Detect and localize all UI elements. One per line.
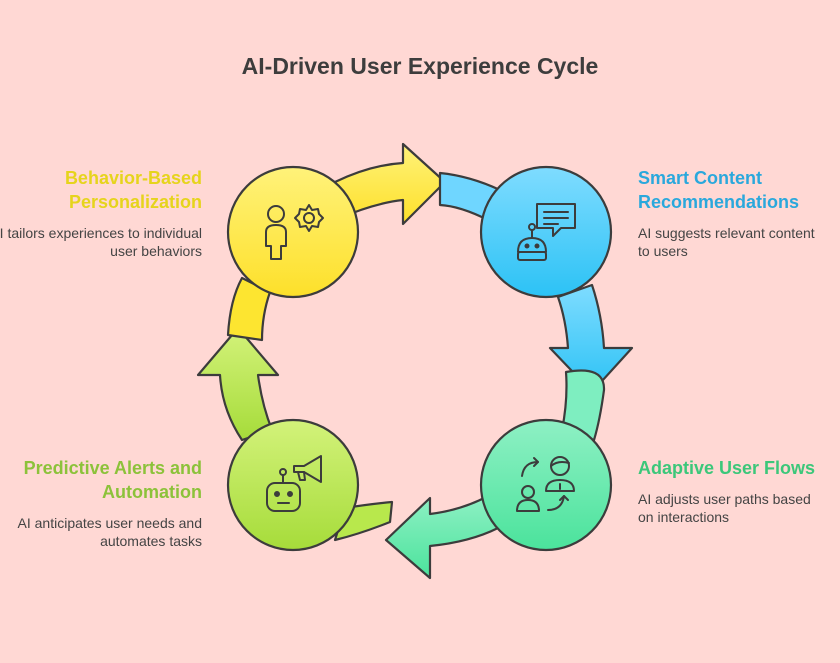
page-title: AI-Driven User Experience Cycle (241, 53, 599, 79)
arrow-left (196, 326, 280, 442)
user-gear-icon (265, 204, 324, 260)
stage-predictive-label: Predictive Alerts and Automation AI anti… (0, 456, 202, 550)
arrow-top (333, 142, 447, 226)
circle-behavior (226, 165, 360, 299)
stage-description: AI suggests relevant content to users (638, 225, 815, 259)
arrow-bottom (384, 494, 500, 580)
stage-heading: Behavior-Based Personalization (64, 168, 202, 212)
arc-right-tail (560, 369, 606, 442)
circle-smart (479, 165, 613, 299)
stage-behavior-label: Behavior-Based Personalization AI tailor… (0, 166, 202, 260)
stage-heading: Adaptive User Flows (638, 458, 816, 478)
stage-adaptive-label: Adaptive User Flows AI adjusts user path… (638, 456, 828, 526)
robot-megaphone-icon (266, 455, 322, 512)
stage-heading: Predictive Alerts and Automation (23, 458, 202, 502)
circle-adaptive (479, 418, 613, 552)
user-flow-icon (516, 456, 575, 512)
stage-smart-label: Smart Content Recommendations AI suggest… (638, 166, 828, 260)
stage-heading: Smart Content Recommendations (638, 168, 800, 212)
stage-description: AI anticipates user needs and automates … (17, 515, 202, 549)
stage-description: AI tailors experiences to individual use… (0, 225, 202, 259)
robot-chat-icon (517, 203, 576, 261)
circle-predictive (226, 418, 360, 552)
stage-description: AI adjusts user paths based on interacti… (638, 491, 811, 525)
